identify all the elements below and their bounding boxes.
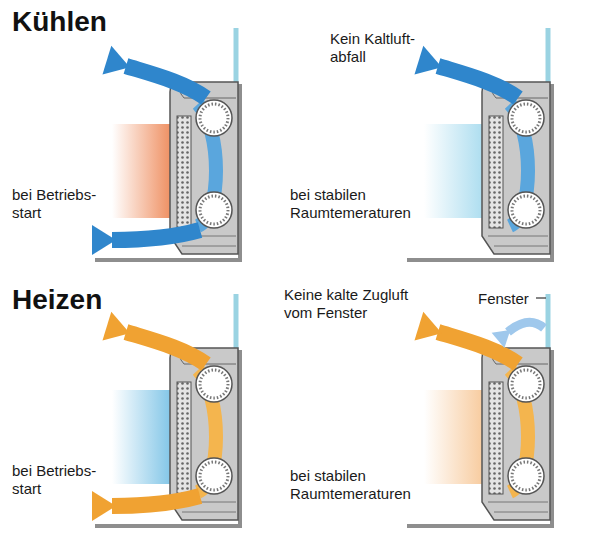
cooling-start-panel [95,28,240,260]
heating-start-panel [95,294,240,526]
state-label: bei Betriebs- start [12,186,108,222]
effect-label: Keine kalte Zugluft vom Fenster [284,286,434,322]
effect-label: Kein Kaltluft- abfall [330,30,442,66]
part-name: Fenster [478,290,529,308]
state-label: bei stabilen Raumtemeraturen [290,467,418,503]
cooling-stable-panel [407,28,552,260]
section-heading: Kühlen [12,6,172,38]
heating-stable-panel [407,294,552,526]
state-label: bei stabilen Raumtemeraturen [290,186,418,222]
state-label: bei Betriebs- start [12,462,108,498]
section-heading: Heizen [12,284,172,316]
